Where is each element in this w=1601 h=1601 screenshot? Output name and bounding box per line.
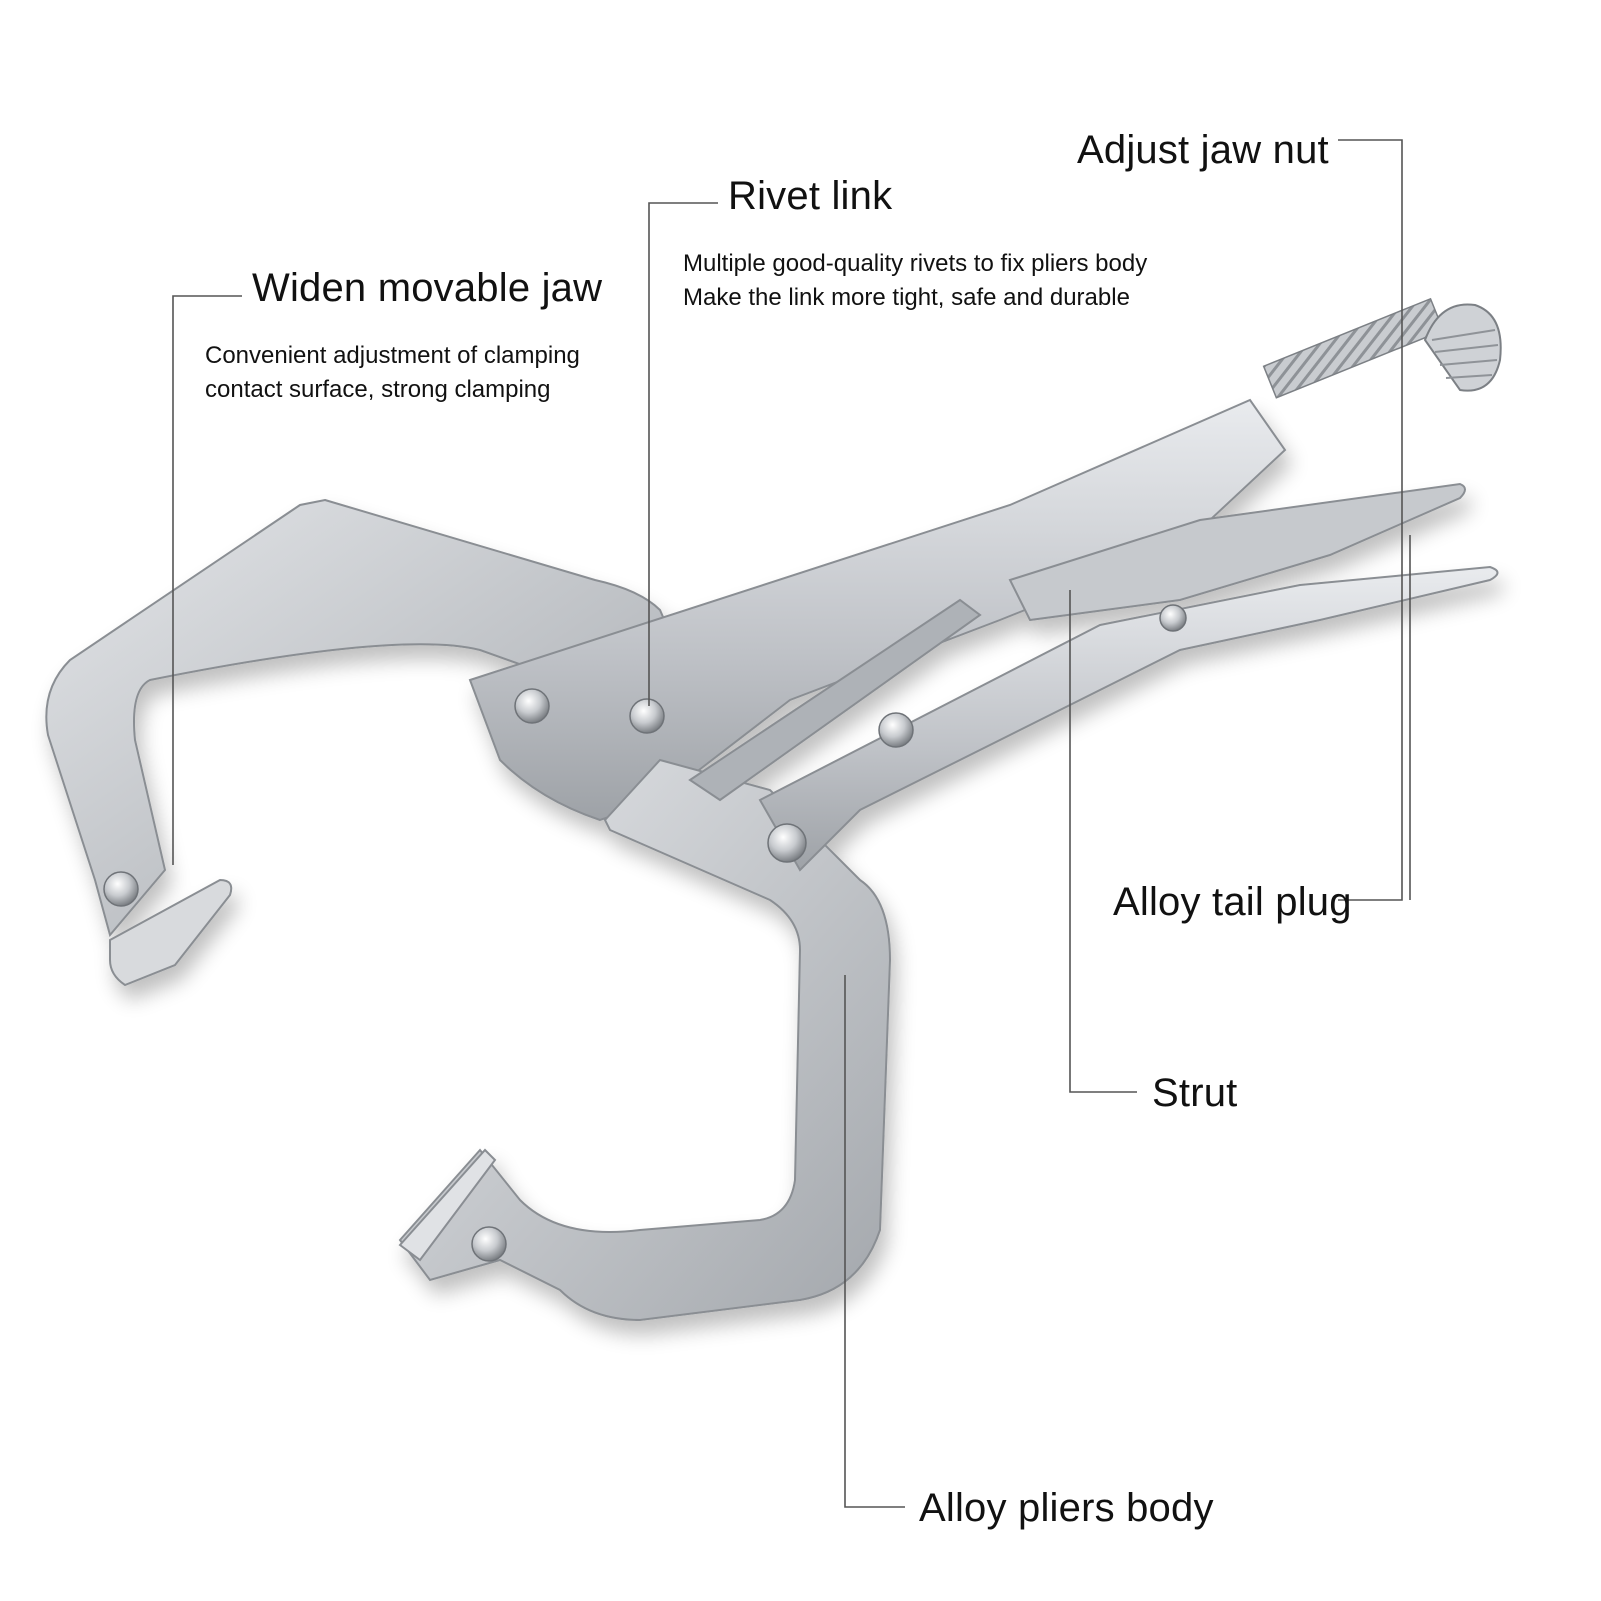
leader-widen-movable-jaw bbox=[172, 295, 242, 865]
strut-bar bbox=[688, 598, 982, 802]
label-alloy-tail-plug: Alloy tail plug bbox=[1113, 880, 1352, 924]
widen-desc-line-2: contact surface, strong clamping bbox=[205, 376, 551, 403]
label-widen-movable-jaw: Widen movable jaw bbox=[252, 266, 603, 310]
widen-movable-jaw-description: Convenient adjustment of clamping contac… bbox=[205, 339, 580, 407]
label-alloy-pliers-body: Alloy pliers body bbox=[919, 1486, 1214, 1530]
adjust-screw bbox=[1262, 297, 1502, 399]
leader-strut bbox=[1069, 590, 1137, 1093]
upper-c-jaw bbox=[45, 498, 692, 938]
leader-lines bbox=[172, 139, 1411, 1508]
rivet-link-description: Multiple good-quality rivets to fix plie… bbox=[683, 247, 1147, 315]
rivet-link-desc-line-1: Multiple good-quality rivets to fix plie… bbox=[683, 250, 1148, 277]
upper-handle-body bbox=[468, 398, 1287, 822]
label-adjust-jaw-nut: Adjust jaw nut bbox=[1077, 128, 1329, 172]
label-strut: Strut bbox=[1152, 1071, 1238, 1115]
lower-c-jaw bbox=[398, 758, 892, 1322]
leader-alloy-pliers-body bbox=[844, 975, 905, 1508]
leader-rivet-link bbox=[648, 202, 718, 706]
rivet-link-desc-line-2: Make the link more tight, safe and durab… bbox=[683, 284, 1130, 311]
leader-adjust-jaw-nut bbox=[1338, 139, 1403, 901]
upper-swivel-pad bbox=[109, 878, 233, 987]
lower-handle bbox=[758, 565, 1499, 872]
lower-swivel-pad bbox=[398, 1148, 497, 1262]
widen-desc-line-1: Convenient adjustment of clamping bbox=[205, 342, 580, 369]
release-lever bbox=[1008, 482, 1466, 622]
label-rivet-link: Rivet link bbox=[728, 174, 893, 218]
rivets bbox=[103, 604, 1187, 1262]
